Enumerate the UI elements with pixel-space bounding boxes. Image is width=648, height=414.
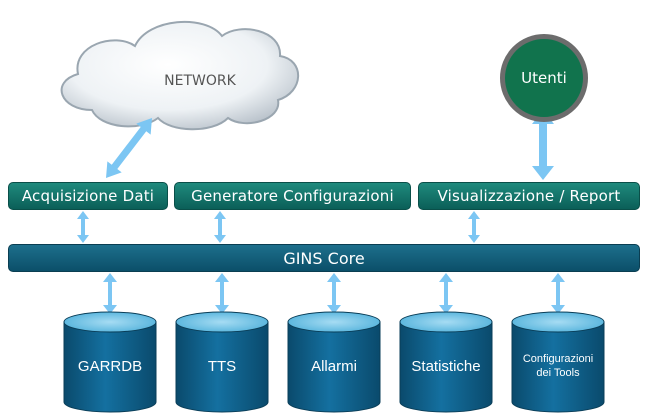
arrow-core-allarmi (327, 273, 341, 314)
network-cloud (60, 20, 300, 131)
arrow-network-acquisizione (106, 118, 152, 178)
db-cylinder-garrdb[interactable] (63, 311, 157, 413)
arrow-users-visualizzazione (532, 110, 554, 180)
gins-core-label: GINS Core (283, 248, 365, 268)
db-label-configurazioni-tools: Configurazioni dei Tools (508, 352, 608, 380)
db-cylinder-statistiche[interactable] (399, 311, 493, 413)
arrow-core-statistiche (439, 273, 453, 314)
db-label-configurazioni-line1: Configurazioni (522, 353, 594, 365)
generatore-configurazioni-box[interactable]: Generatore Configurazioni (174, 182, 411, 210)
arrow-acquisizione-core (77, 211, 89, 243)
visualizzazione-report-label: Visualizzazione / Report (437, 187, 621, 205)
db-label-allarmi: Allarmi (311, 358, 357, 375)
db-label-configurazioni-line2: dei Tools (536, 367, 580, 379)
db-cylinder-tts[interactable] (175, 311, 269, 413)
users-node[interactable]: Utenti (500, 34, 588, 122)
arrow-generatore-core (214, 211, 226, 243)
generatore-configurazioni-label: Generatore Configurazioni (191, 187, 394, 205)
db-label-statistiche: Statistiche (411, 358, 481, 375)
arrow-core-configurazioni-tools (551, 273, 565, 314)
db-label-garrdb: GARRDB (77, 358, 143, 375)
db-cylinder-allarmi[interactable] (287, 311, 381, 413)
users-label: Utenti (521, 69, 567, 87)
arrow-core-tts (215, 273, 229, 314)
arrow-core-garrdb (103, 273, 117, 314)
network-label: NETWORK (164, 73, 236, 89)
arrow-visualizzazione-core (468, 211, 480, 243)
acquisizione-dati-label: Acquisizione Dati (21, 187, 155, 205)
db-cylinder-configurazioni-tools[interactable] (511, 311, 605, 413)
visualizzazione-report-box[interactable]: Visualizzazione / Report (418, 182, 640, 210)
gins-core-bar[interactable]: GINS Core (8, 244, 640, 272)
acquisizione-dati-box[interactable]: Acquisizione Dati (8, 182, 168, 210)
db-label-tts: TTS (207, 358, 237, 375)
